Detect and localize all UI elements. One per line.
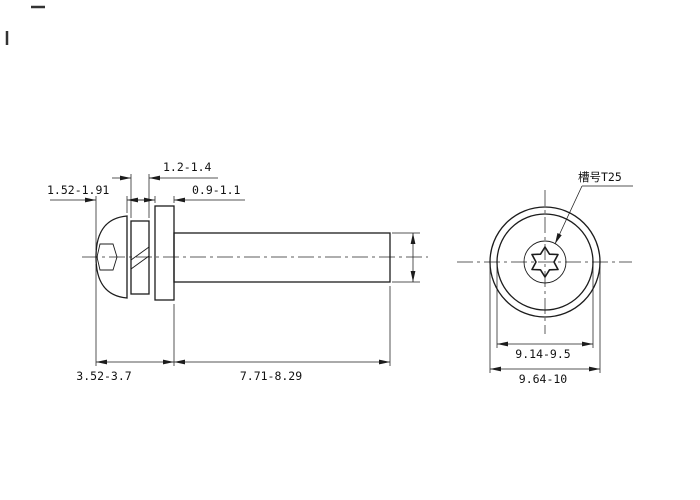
spring-washer-split-line (130, 255, 150, 270)
dim-thread-length-label: 7.71-8.29 (240, 369, 302, 383)
torx-socket (531, 246, 559, 278)
flat-washer (154, 205, 175, 301)
dim-flat-washer-label: 0.9-1.1 (192, 183, 241, 197)
spring-washer (130, 220, 150, 295)
sheet-corner-marks (5, 5, 45, 45)
side-view-dimensions: 1.52-1.91 1.2-1.4 0.9-1.1 3.52-3.7 7.71-… (47, 160, 420, 383)
head-outer-circle (489, 206, 601, 318)
torx-recess-outline (96, 243, 118, 271)
dim-outer-diameter-label: 9.64-10 (519, 372, 568, 386)
side-view (82, 205, 428, 301)
drive-boss-circle (523, 240, 567, 284)
screw-shank (173, 232, 391, 283)
dim-spring-washer-label: 1.2-1.4 (163, 160, 212, 174)
screw-head-outline (95, 215, 128, 299)
end-view (457, 190, 632, 334)
leader-line (554, 185, 583, 245)
end-view-dimensions: 槽号T25 9.14-9.5 9.64-10 (489, 170, 633, 386)
dim-head-height-label: 1.52-1.91 (47, 183, 109, 197)
head-inner-circle (496, 213, 594, 311)
spring-washer-split-line (130, 246, 150, 261)
drive-note-label: 槽号T25 (578, 170, 622, 184)
dim-stack-length-label: 3.52-3.7 (76, 369, 131, 383)
dim-inner-diameter-label: 9.14-9.5 (515, 347, 570, 361)
